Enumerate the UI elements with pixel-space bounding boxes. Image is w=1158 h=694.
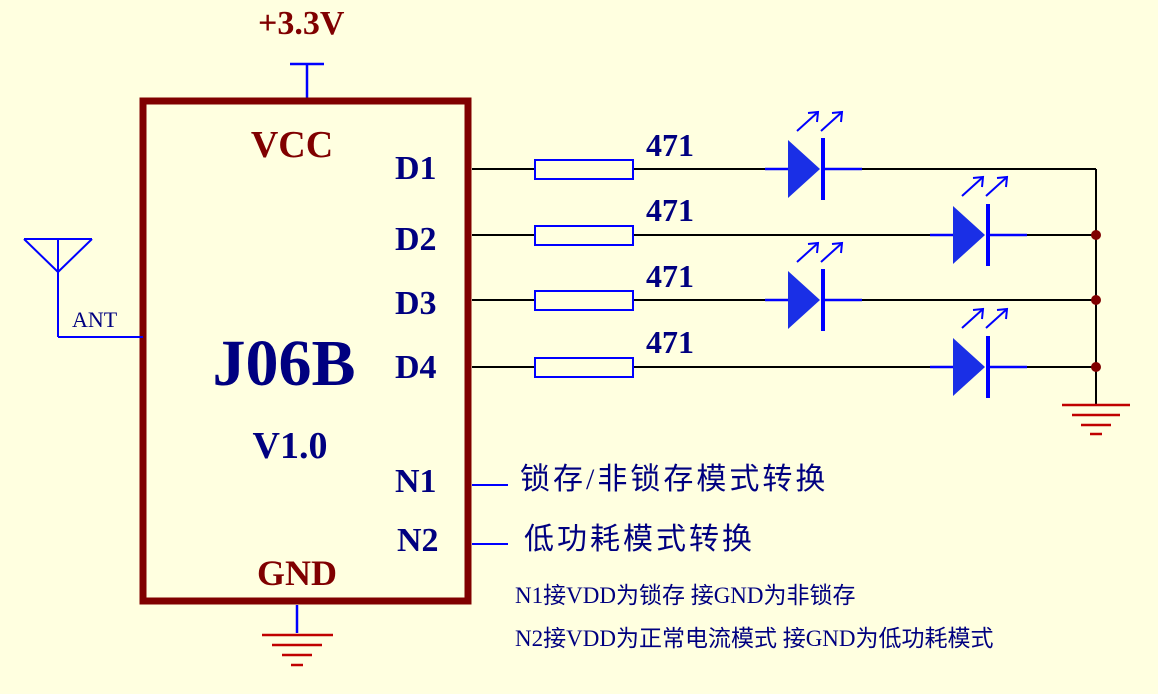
junction-dot (1091, 295, 1101, 305)
led-icon (930, 307, 1027, 398)
junction-dot (1091, 362, 1101, 372)
resistor-r4-value: 471 (646, 324, 694, 360)
power-label: +3.3V (258, 5, 345, 42)
led-icon (765, 110, 862, 200)
resistor-r1-value: 471 (646, 127, 694, 163)
resistor-icon (534, 225, 634, 246)
resistor-r2-value: 471 (646, 192, 694, 228)
d2-circuit (472, 175, 1096, 266)
ground-icon (262, 605, 333, 667)
resistor-icon (534, 357, 634, 378)
pin-d1-label: D1 (395, 150, 437, 187)
junction-dot (1091, 230, 1101, 240)
note-n2: N2接VDD为正常电流模式 接GND为低功耗模式 (515, 626, 994, 651)
vcc-label: VCC (251, 124, 333, 166)
pin-n2-label: N2 (397, 522, 439, 559)
antenna-label: ANT (72, 307, 118, 332)
pin-d2-label: D2 (395, 221, 437, 258)
common-bus (1091, 169, 1101, 404)
antenna-icon (23, 238, 143, 338)
chip-name: J06B (212, 327, 355, 400)
d3-circuit (472, 241, 1096, 331)
n2-description: 低功耗模式转换 (524, 523, 755, 556)
resistor-icon (534, 159, 634, 180)
n1-description: 锁存/非锁存模式转换 (520, 463, 828, 496)
led-icon (930, 175, 1027, 266)
power-tee-icon (290, 62, 324, 100)
d4-circuit (472, 307, 1096, 398)
pin-d3-label: D3 (395, 285, 437, 322)
chip-body (139, 97, 472, 605)
d1-circuit (472, 110, 1096, 200)
resistor-r3-value: 471 (646, 258, 694, 294)
pin-d4-label: D4 (395, 349, 437, 386)
chip-version: V1.0 (253, 425, 328, 467)
gnd-label: GND (257, 553, 337, 593)
pin-n1-label: N1 (395, 463, 437, 500)
resistor-icon (534, 290, 634, 311)
led-icon (765, 241, 862, 331)
ground-icon (1062, 403, 1130, 436)
note-n1: N1接VDD为锁存 接GND为非锁存 (515, 583, 856, 608)
